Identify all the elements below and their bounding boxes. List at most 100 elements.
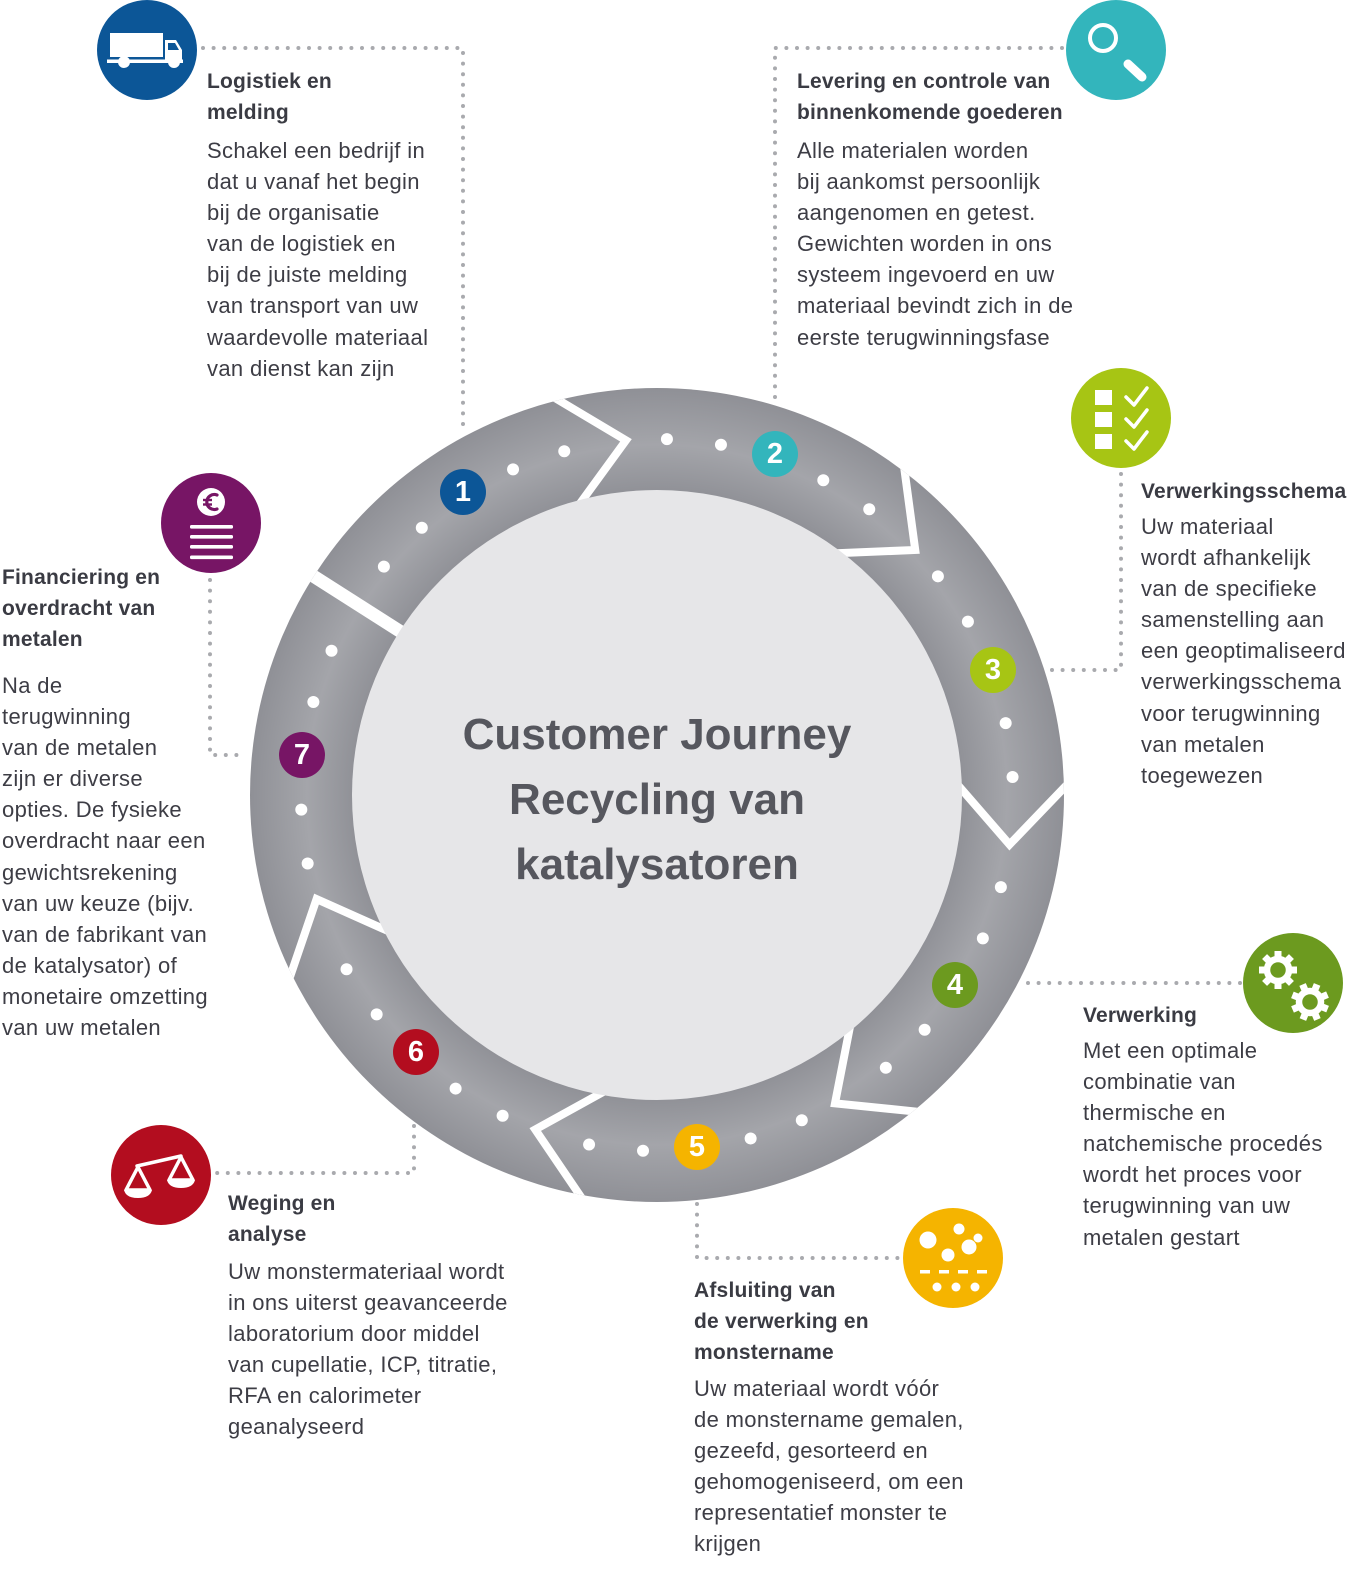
step-title-line: binnenkomende goederen — [797, 101, 1063, 124]
ring-dot — [325, 644, 338, 657]
ring-dot — [795, 1114, 808, 1127]
step-7-title: Financiering en overdracht van metalen — [2, 562, 160, 655]
badge-circle — [932, 962, 978, 1008]
step-title-line: melding — [207, 101, 289, 124]
ring-dot — [961, 615, 974, 628]
step-text-line: combinatie van — [1083, 1069, 1236, 1095]
badge-circle — [393, 1029, 439, 1075]
straight-divider — [297, 562, 416, 645]
step-badge-1: 1 — [440, 469, 486, 515]
step-title-line: Verwerking — [1083, 1004, 1198, 1027]
step-title-line: Levering en controle van — [797, 70, 1051, 93]
step-2-title: Levering en controle van binnenkomende g… — [797, 66, 1063, 128]
step-3-description: Uw materiaal wordt afhankelijk van de sp… — [1141, 511, 1346, 791]
step-text-line: wordt afhankelijk — [1141, 545, 1311, 571]
step-text-line: aangenomen en getest. — [797, 200, 1036, 226]
connector-step-3 — [1046, 472, 1123, 672]
step-text-line: Na de — [2, 673, 63, 698]
chevron-divider — [830, 1013, 934, 1118]
checklist-icon — [1071, 368, 1171, 468]
step-text-line: van cupellatie, ICP, titratie, — [228, 1352, 498, 1378]
step-text-line: bij de juiste melding — [207, 262, 408, 288]
ring-dot — [496, 1109, 509, 1122]
step-title-line: Logistiek en — [207, 70, 332, 93]
badge-number: 2 — [767, 438, 783, 470]
chevron-divider — [947, 770, 1064, 851]
step-text-line: gezeefd, gesorteerd en — [694, 1438, 928, 1464]
ring-dot — [999, 717, 1012, 730]
step-text-line: een geoptimaliseerd — [1141, 638, 1346, 664]
step-text-line: zijn er diverse — [2, 766, 143, 792]
step-text-line: representatief monster te — [694, 1500, 948, 1526]
step-title-line: Afsluiting van — [694, 1279, 836, 1302]
step-badge-5: 5 — [674, 1124, 720, 1170]
connector-step-7 — [208, 578, 247, 757]
step-text-line: de monstername gemalen, — [694, 1407, 964, 1433]
badge-circle — [970, 647, 1016, 693]
ring-dot — [370, 1008, 383, 1021]
step-text-line: Uw monstermateriaal wordt — [228, 1259, 505, 1284]
step-text-line: van de specifieke — [1141, 576, 1317, 602]
badge-number: 4 — [947, 969, 963, 1001]
ring-dot — [660, 433, 673, 446]
step-title-line: monstername — [694, 1341, 834, 1364]
badge-circle — [674, 1124, 720, 1170]
step-text-line: van de metalen — [2, 735, 158, 761]
step-text-line: van transport van uw — [207, 293, 419, 319]
ring-dot — [918, 1023, 931, 1036]
ring-dot — [449, 1082, 462, 1095]
badge-circle — [440, 469, 486, 515]
title-line: Customer Journey — [462, 710, 852, 759]
step-text-line: thermische en — [1083, 1100, 1226, 1126]
step-6-description: Uw monstermateriaal wordt in ons uiterst… — [228, 1256, 508, 1443]
step-text-line: de katalysator) of — [2, 952, 178, 978]
step-text-line: voor terugwinning — [1141, 700, 1321, 726]
ring-dot — [507, 463, 520, 476]
step-text-line: gewichtsrekening — [2, 859, 178, 885]
step-text-line: Uw materiaal wordt vóór — [694, 1376, 940, 1401]
connector-step-1 — [201, 46, 465, 432]
step-text-line: geanalyseerd — [228, 1414, 365, 1440]
ring-dot — [714, 438, 727, 451]
step-text-line: Uw materiaal — [1141, 514, 1274, 539]
ring-dots — [295, 433, 1019, 1157]
badge-number: 7 — [294, 739, 310, 771]
step-title-line: de verwerking en — [694, 1310, 869, 1333]
ring-dot — [879, 1061, 892, 1074]
particles-sieve-icon — [903, 1208, 1003, 1308]
step-text-line: bij aankomst persoonlijk — [797, 169, 1041, 195]
step-6-title: Weging en analyse — [228, 1188, 336, 1250]
ring-dot — [377, 560, 390, 573]
step-text-line: terugwinning van uw — [1083, 1193, 1291, 1219]
step-text-line: eerste terugwinningsfase — [797, 324, 1050, 350]
magnifier-icon — [1066, 0, 1166, 100]
step-text-line: Schakel een bedrijf in — [207, 138, 426, 163]
step-3-title: Verwerkingsschema — [1141, 476, 1346, 507]
connector-step-6 — [214, 1124, 416, 1175]
ring-dot — [1006, 770, 1019, 783]
step-text-line: Gewichten worden in ons — [797, 231, 1053, 257]
step-text-line: natchemische procedés — [1083, 1131, 1323, 1157]
step-text-line: van metalen — [1141, 731, 1265, 757]
step-1-description: Schakel een bedrijf in dat u vanaf het b… — [207, 135, 428, 384]
step-text-line: dat u vanaf het begin — [207, 169, 420, 195]
step-title-line: Financiering en — [2, 566, 161, 589]
step-text-line: krijgen — [694, 1531, 762, 1557]
step-text-line: waardevolle materiaal — [207, 324, 429, 350]
chevron-divider — [539, 388, 632, 517]
step-text-line: Alle materialen worden — [797, 138, 1029, 163]
ring-dot — [976, 932, 989, 945]
step-text-line: terugwinning — [2, 704, 131, 730]
step-badge-3: 3 — [970, 647, 1016, 693]
step-badge-2: 2 — [752, 431, 798, 477]
step-4-description: Met een optimale combinatie van thermisc… — [1083, 1035, 1323, 1253]
step-badge-6: 6 — [393, 1029, 439, 1075]
ring-dot — [415, 521, 428, 534]
ring-dot — [994, 881, 1007, 894]
step-title-line: analyse — [228, 1223, 307, 1246]
title-line: katalysatoren — [515, 840, 799, 889]
ring-dot — [295, 803, 308, 816]
step-text-line: wordt het proces voor — [1083, 1162, 1302, 1188]
step-text-line: RFA en calorimeter — [228, 1383, 422, 1409]
